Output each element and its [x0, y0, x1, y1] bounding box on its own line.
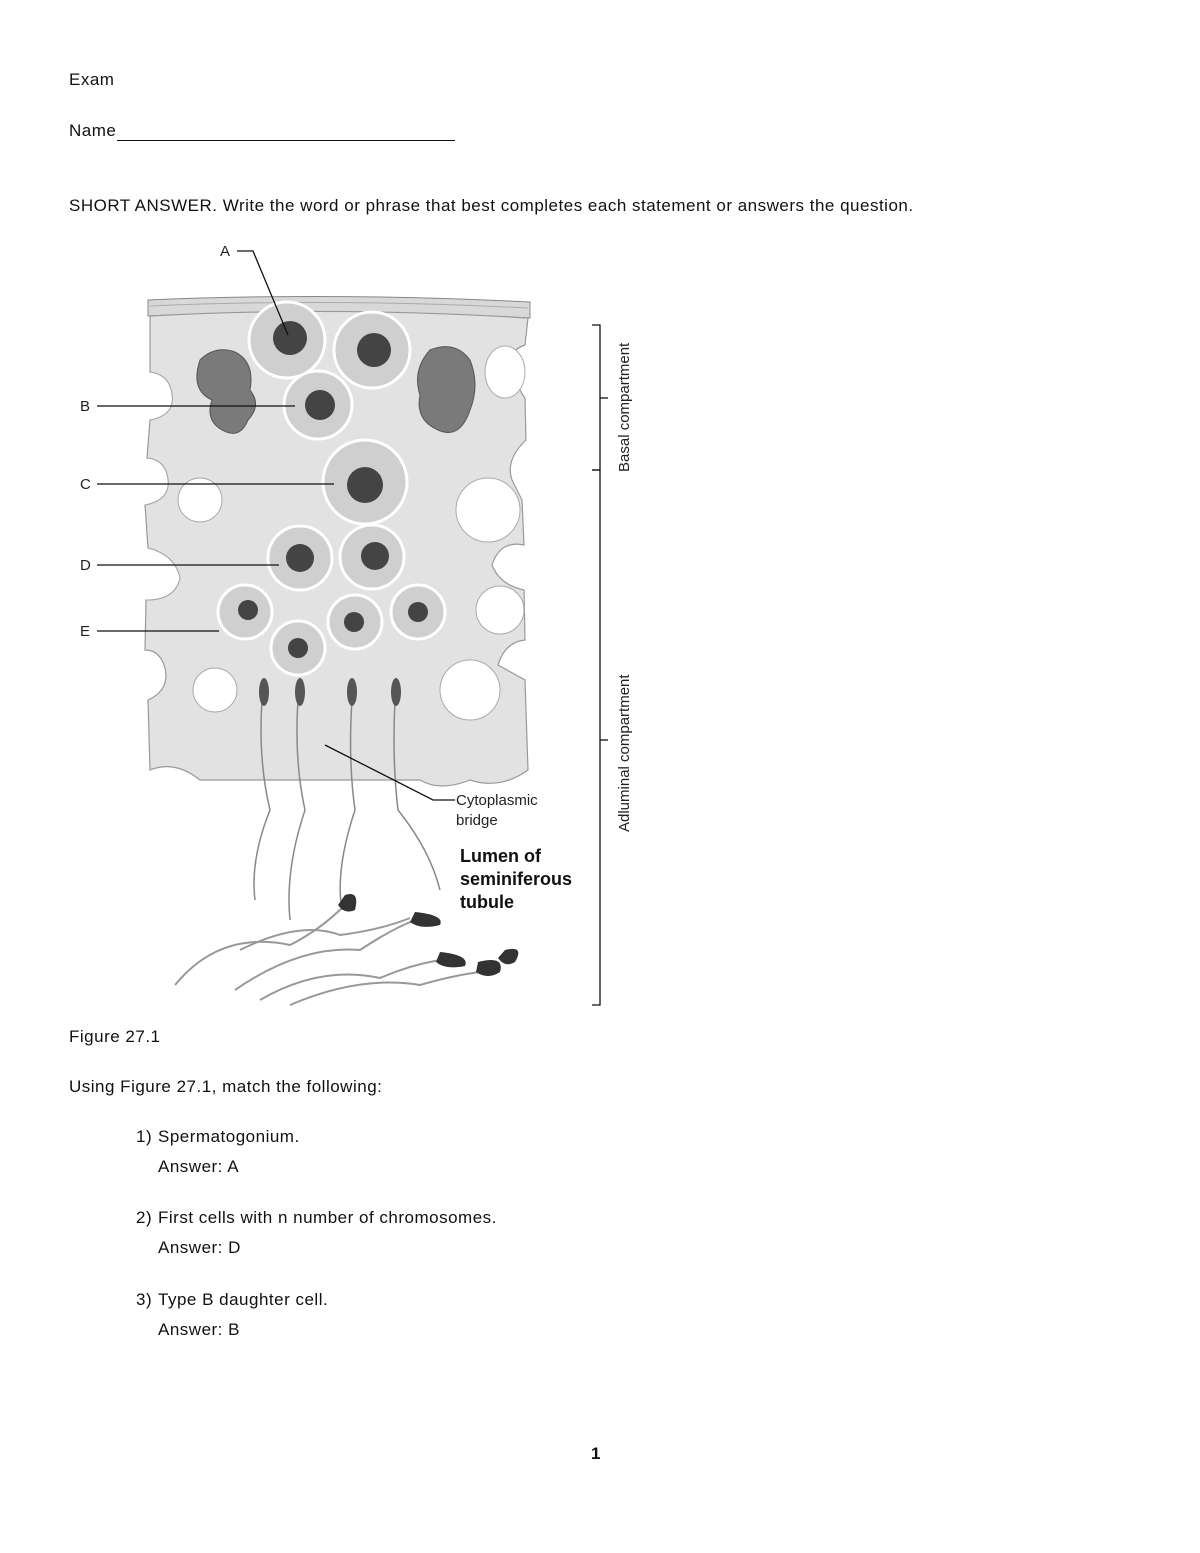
- question-item: 3)Type B daughter cell. Answer: B: [136, 1290, 328, 1340]
- exam-title: Exam: [69, 70, 114, 90]
- lumen-label-line2: seminiferous: [460, 869, 572, 889]
- question-answer: Answer: A: [158, 1157, 300, 1177]
- match-prompt: Using Figure 27.1, match the following:: [69, 1077, 382, 1097]
- question-answer: Answer: B: [158, 1320, 328, 1340]
- cytoplasmic-bridge-label-line2: bridge: [456, 812, 498, 829]
- name-label: Name: [69, 121, 116, 140]
- basal-compartment-label: Basal compartment: [616, 342, 633, 472]
- question-item: 2)First cells with n number of chromosom…: [136, 1208, 497, 1258]
- seminiferous-tubule-figure: A B C D E Cytoplasmic bridge Lumen of se…: [0, 230, 700, 1020]
- lumen-label-line1: Lumen of: [460, 846, 542, 866]
- label-b: B: [80, 398, 90, 415]
- question-number: 3): [136, 1290, 158, 1310]
- figure-caption: Figure 27.1: [69, 1027, 161, 1047]
- lumen-label-line3: tubule: [460, 892, 514, 912]
- question-text: Spermatogonium.: [158, 1127, 300, 1146]
- question-item: 1)Spermatogonium. Answer: A: [136, 1127, 300, 1177]
- page-number: 1: [591, 1444, 600, 1464]
- question-number: 2): [136, 1208, 158, 1228]
- label-c: C: [80, 476, 91, 493]
- cytoplasmic-bridge-label-line1: Cytoplasmic: [456, 792, 538, 809]
- label-d: D: [80, 557, 91, 574]
- name-blank-line[interactable]: [117, 124, 455, 141]
- adluminal-compartment-label: Adluminal compartment: [616, 674, 633, 832]
- question-answer: Answer: D: [158, 1238, 497, 1258]
- label-a: A: [220, 243, 230, 260]
- question-text: Type B daughter cell.: [158, 1290, 328, 1309]
- name-field[interactable]: Name: [69, 121, 455, 141]
- question-number: 1): [136, 1127, 158, 1147]
- instructions: SHORT ANSWER. Write the word or phrase t…: [69, 196, 914, 216]
- label-e: E: [80, 623, 90, 640]
- question-text: First cells with n number of chromosomes…: [158, 1208, 497, 1227]
